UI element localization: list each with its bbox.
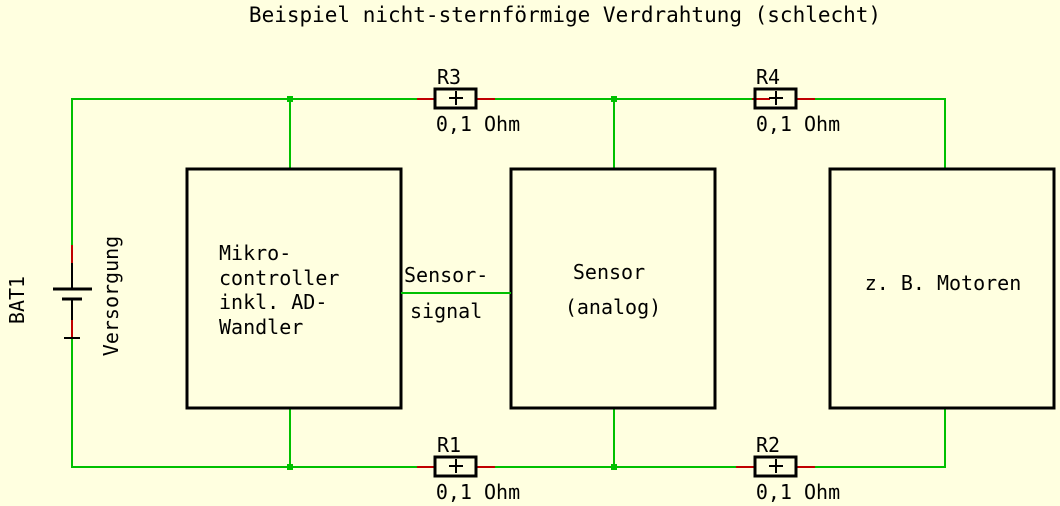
- junction-dot: [611, 464, 617, 470]
- resistor-body: [433, 455, 478, 478]
- plus-icon: [449, 91, 463, 105]
- resistor-value: 0,1 Ohm: [756, 480, 840, 504]
- resistor-value: 0,1 Ohm: [756, 112, 840, 136]
- block-text-line: Sensor: [573, 260, 645, 284]
- resistor-r2[interactable]: R2 0,1 Ohm: [736, 433, 840, 504]
- bottom-rail: [71, 338, 946, 470]
- block-motor[interactable]: z. B. Motoren: [828, 167, 1056, 410]
- wire-bottom-left: [71, 338, 417, 468]
- resistor-r1[interactable]: R1 0,1 Ohm: [417, 433, 520, 504]
- resistor-name: R2: [756, 433, 780, 457]
- block-text-line: (analog): [565, 295, 661, 319]
- resistor-name: R4: [756, 65, 780, 89]
- block-outline: [509, 167, 717, 410]
- block-text-line: Mikro-: [219, 241, 291, 265]
- block-microcontroller[interactable]: Mikro- controller inkl. AD- Wandler: [185, 167, 403, 410]
- block-text-line: controller: [219, 266, 339, 290]
- wire-top-right: [815, 98, 946, 169]
- block-text-line: z. B. Motoren: [865, 271, 1022, 295]
- plus-icon: [769, 91, 783, 105]
- wire-bottom-right: [815, 408, 946, 468]
- resistor-body: [433, 87, 478, 110]
- signal-label-line: signal: [410, 299, 482, 323]
- battery-label: Versorgung: [99, 236, 123, 356]
- block-outline: [828, 167, 1056, 410]
- wire-top-left: [71, 98, 417, 245]
- junction-dot: [287, 464, 293, 470]
- battery-name: BAT1: [5, 276, 29, 324]
- resistor-name: R1: [437, 433, 461, 457]
- diagram-title: Beispiel nicht-sternförmige Verdrahtung …: [249, 3, 881, 27]
- resistor-name: R3: [437, 65, 461, 89]
- resistor-body: [753, 87, 798, 110]
- junction-dot: [287, 96, 293, 102]
- block-text-line: inkl. AD-: [219, 290, 327, 314]
- sensor-signal: Sensor- signal: [401, 263, 511, 323]
- resistor-r4[interactable]: R4 0,1 Ohm: [752, 65, 840, 136]
- block-outline: [185, 167, 403, 410]
- plus-icon: [769, 459, 783, 473]
- top-rail: [71, 96, 946, 245]
- signal-label-line: Sensor-: [404, 263, 488, 287]
- plus-icon: [449, 459, 463, 473]
- block-sensor[interactable]: Sensor (analog): [509, 167, 717, 410]
- block-text-line: Wandler: [219, 315, 303, 339]
- battery-bat1: BAT1 Versorgung: [5, 236, 123, 356]
- resistor-body: [753, 455, 798, 478]
- resistor-r3[interactable]: R3 0,1 Ohm: [417, 65, 520, 136]
- resistor-value: 0,1 Ohm: [436, 112, 520, 136]
- resistor-value: 0,1 Ohm: [436, 480, 520, 504]
- junction-dot: [611, 96, 617, 102]
